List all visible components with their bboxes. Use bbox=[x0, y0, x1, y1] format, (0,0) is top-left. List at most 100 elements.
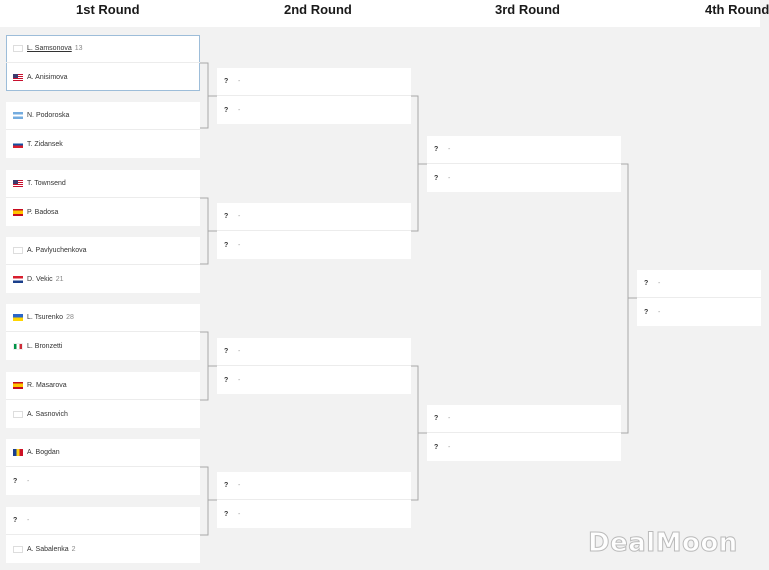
player-slot[interactable]: ?- bbox=[217, 338, 411, 366]
player-row[interactable]: T. Townsend bbox=[6, 170, 200, 198]
player-name: A. Anisimova bbox=[27, 73, 68, 81]
player-name: L. Samsonova bbox=[27, 45, 72, 52]
player-row[interactable]: A. Bogdan bbox=[6, 439, 200, 467]
match-r2-2: ?- ?- bbox=[217, 203, 411, 259]
player-slot[interactable]: ?- bbox=[217, 472, 411, 500]
player-row[interactable]: A. Anisimova bbox=[6, 63, 200, 91]
player-row[interactable]: ?- bbox=[6, 467, 200, 495]
flag-hr-icon bbox=[13, 275, 23, 283]
match-r2-3: ?- ?- bbox=[217, 338, 411, 394]
flag-blank-icon bbox=[13, 45, 23, 52]
player-name: A. Pavlyuchenkova bbox=[27, 247, 87, 254]
player-slot[interactable]: ?- bbox=[217, 96, 411, 124]
player-placeholder: - bbox=[448, 146, 451, 153]
player-name: T. Zidansek bbox=[27, 140, 63, 148]
match-r4-1: ?- ?- bbox=[637, 270, 761, 326]
player-slot[interactable]: ?- bbox=[637, 298, 761, 326]
player-placeholder: - bbox=[448, 443, 451, 451]
player-placeholder: - bbox=[27, 517, 30, 524]
player-name: R. Masarova bbox=[27, 382, 67, 389]
player-seed: 21 bbox=[55, 275, 64, 283]
round-title-4th: 4th Round bbox=[705, 2, 769, 17]
player-placeholder: - bbox=[238, 106, 241, 114]
flag-blank-icon bbox=[13, 545, 23, 553]
player-slot[interactable]: ?- bbox=[217, 68, 411, 96]
player-name: N. Podoroska bbox=[27, 112, 70, 119]
player-slot[interactable]: ?- bbox=[427, 136, 621, 164]
connector-r1-c bbox=[200, 331, 217, 401]
player-seed: 13 bbox=[74, 45, 83, 52]
connector-r2-a bbox=[410, 95, 427, 232]
flag-si-icon bbox=[13, 140, 23, 148]
unknown-player-icon: ? bbox=[224, 106, 229, 114]
unknown-player-icon: ? bbox=[434, 174, 439, 182]
player-slot[interactable]: ?- bbox=[637, 270, 761, 298]
player-row[interactable]: P. Badosa bbox=[6, 198, 200, 226]
player-name: A. Sasnovich bbox=[27, 410, 68, 418]
connector-r1-b bbox=[200, 197, 217, 265]
unknown-player-icon: ? bbox=[224, 482, 229, 489]
player-name: P. Badosa bbox=[27, 208, 59, 216]
player-name: A. Sabalenka bbox=[27, 545, 69, 553]
flag-ar-icon bbox=[13, 112, 23, 119]
watermark-logo: DealMoon bbox=[588, 528, 738, 559]
player-placeholder: - bbox=[448, 174, 451, 182]
unknown-player-icon: ? bbox=[13, 517, 18, 524]
player-row[interactable]: ?- bbox=[6, 507, 200, 535]
player-seed: 28 bbox=[66, 314, 74, 321]
unknown-player-icon: ? bbox=[434, 146, 439, 153]
player-row[interactable]: N. Podoroska bbox=[6, 102, 200, 130]
player-placeholder: - bbox=[658, 308, 661, 316]
player-slot[interactable]: ?- bbox=[217, 500, 411, 528]
unknown-player-icon: ? bbox=[224, 78, 229, 85]
player-placeholder: - bbox=[448, 415, 451, 422]
unknown-player-icon: ? bbox=[224, 348, 229, 355]
player-row[interactable]: L. Bronzetti bbox=[6, 332, 200, 360]
unknown-player-icon: ? bbox=[224, 213, 229, 220]
connector-r1-d bbox=[200, 466, 217, 536]
player-row[interactable]: A. Sasnovich bbox=[6, 400, 200, 428]
player-name: L. Tsurenko bbox=[27, 314, 64, 321]
player-row[interactable]: T. Zidansek bbox=[6, 130, 200, 158]
match-r2-1: ?- ?- bbox=[217, 68, 411, 124]
connector-r3-a bbox=[620, 163, 637, 434]
flag-es-icon bbox=[13, 208, 23, 216]
player-placeholder: - bbox=[238, 241, 241, 249]
player-placeholder: - bbox=[238, 510, 241, 518]
unknown-player-icon: ? bbox=[434, 415, 439, 422]
unknown-player-icon: ? bbox=[434, 443, 439, 451]
player-slot[interactable]: ?- bbox=[427, 433, 621, 461]
round-title-3rd: 3rd Round bbox=[495, 2, 560, 17]
connector-r1-a bbox=[200, 62, 217, 129]
match-r3-1: ?- ?- bbox=[427, 136, 621, 192]
player-slot[interactable]: ?- bbox=[217, 231, 411, 259]
player-placeholder: - bbox=[238, 482, 241, 489]
player-row[interactable]: A. Pavlyuchenkova bbox=[6, 237, 200, 265]
unknown-player-icon: ? bbox=[224, 241, 229, 249]
player-slot[interactable]: ?- bbox=[217, 203, 411, 231]
player-placeholder: - bbox=[658, 280, 661, 287]
player-name: L. Bronzetti bbox=[27, 342, 63, 350]
player-slot[interactable]: ?- bbox=[427, 164, 621, 192]
player-name: T. Townsend bbox=[27, 180, 66, 187]
unknown-player-icon: ? bbox=[644, 280, 649, 287]
match-r3-2: ?- ?- bbox=[427, 405, 621, 461]
player-name: D. Vekic bbox=[27, 275, 53, 283]
player-slot[interactable]: ?- bbox=[217, 366, 411, 394]
rounds-header: 1st Round 2nd Round 3rd Round 4th Round bbox=[0, 0, 769, 27]
match-r1-2: N. Podoroska T. Zidansek bbox=[6, 102, 200, 158]
player-placeholder: - bbox=[27, 477, 30, 485]
player-row[interactable]: R. Masarova bbox=[6, 372, 200, 400]
player-slot[interactable]: ?- bbox=[427, 405, 621, 433]
flag-blank-icon bbox=[13, 247, 23, 254]
match-r1-7: A. Bogdan?- bbox=[6, 439, 200, 495]
unknown-player-icon: ? bbox=[224, 376, 229, 384]
